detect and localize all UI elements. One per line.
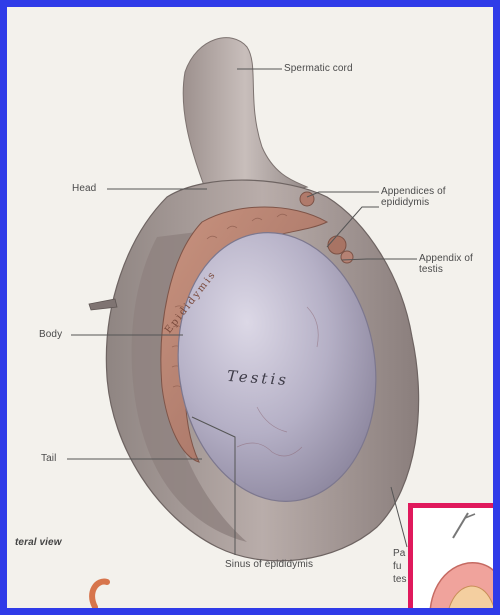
- label-tail: Tail: [41, 453, 56, 464]
- label-lateral-view: teral view: [15, 537, 62, 548]
- label-appendices-of-epididymis: Appendices of epididymis: [381, 186, 471, 208]
- label-spermatic-cord: Spermatic cord: [284, 63, 353, 74]
- inset-figure: [408, 503, 500, 615]
- label-sinus-of-epididymis: Sinus of epididymis: [225, 559, 313, 570]
- label-body: Body: [39, 329, 62, 340]
- label-partial-right: Pa fu tes: [393, 547, 407, 586]
- label-appendix-of-testis: Appendix of testis: [419, 253, 499, 275]
- label-head: Head: [72, 183, 96, 194]
- inset-illustration: [413, 508, 500, 615]
